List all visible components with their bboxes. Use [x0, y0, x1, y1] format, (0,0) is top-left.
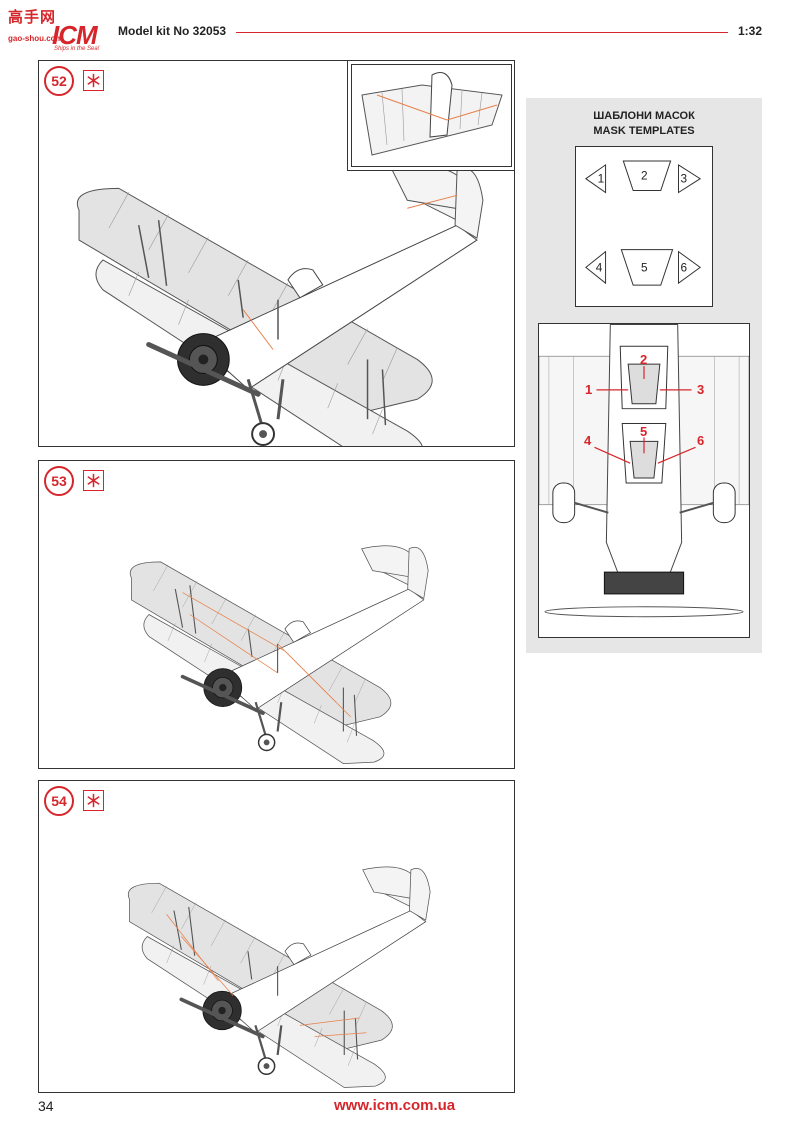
mask-templates-panel: ШАБЛОНИ МАСОК MASK TEMPLATES 1 2 3 4 5 6 — [526, 98, 762, 653]
mask-title-en: MASK TEMPLATES — [593, 125, 695, 137]
biplane-drawing — [128, 543, 431, 766]
logo-watermark: 高手网 — [8, 9, 57, 26]
step-panel-53: 53 — [38, 460, 515, 769]
template-label: 2 — [641, 169, 648, 183]
biplane-drawing — [39, 61, 514, 446]
template-label: 6 — [680, 260, 687, 274]
cement-glue-icon — [83, 70, 104, 91]
mask-template-sheet: 1 2 3 4 5 6 — [575, 146, 713, 307]
cement-glue-icon — [83, 470, 104, 491]
mask-callout: 3 — [697, 382, 705, 397]
logo-url: gao-shou.com — [8, 34, 63, 43]
mask-title-ua: ШАБЛОНИ МАСОК — [593, 110, 695, 122]
template-label: 1 — [598, 172, 605, 186]
biplane-drawing — [126, 865, 432, 1090]
step-panel-54: 54 — [38, 780, 515, 1093]
mask-callout: 5 — [640, 424, 648, 439]
logo-brand: ICM — [52, 20, 98, 50]
mask-callout: 2 — [640, 352, 648, 367]
template-label: 3 — [680, 172, 687, 186]
icm-logo: 高手网 ICM gao-shou.com Ships in the Sea! — [8, 6, 108, 52]
header-rule — [236, 32, 728, 33]
mask-callout: 6 — [697, 433, 705, 448]
template-label: 4 — [596, 260, 603, 274]
step-number-badge: 54 — [44, 786, 74, 816]
mask-callout: 1 — [585, 382, 593, 397]
step-panel-52: 52 — [38, 60, 515, 447]
logo-tagline: Ships in the Sea! — [54, 46, 100, 52]
kit-title: Model kit No 32053 — [118, 24, 227, 38]
step-number-badge: 52 — [44, 66, 74, 96]
scale-label: 1:32 — [738, 24, 763, 38]
template-label: 5 — [641, 260, 648, 274]
detail-inset — [347, 61, 514, 171]
mask-callout: 4 — [584, 433, 592, 448]
cement-glue-icon — [83, 790, 104, 811]
canopy-diagram: 1 2 3 4 5 6 — [538, 323, 750, 638]
website-link[interactable]: www.icm.com.ua — [334, 1097, 456, 1114]
page-number: 34 — [38, 1098, 54, 1114]
step-number-badge: 53 — [44, 466, 74, 496]
